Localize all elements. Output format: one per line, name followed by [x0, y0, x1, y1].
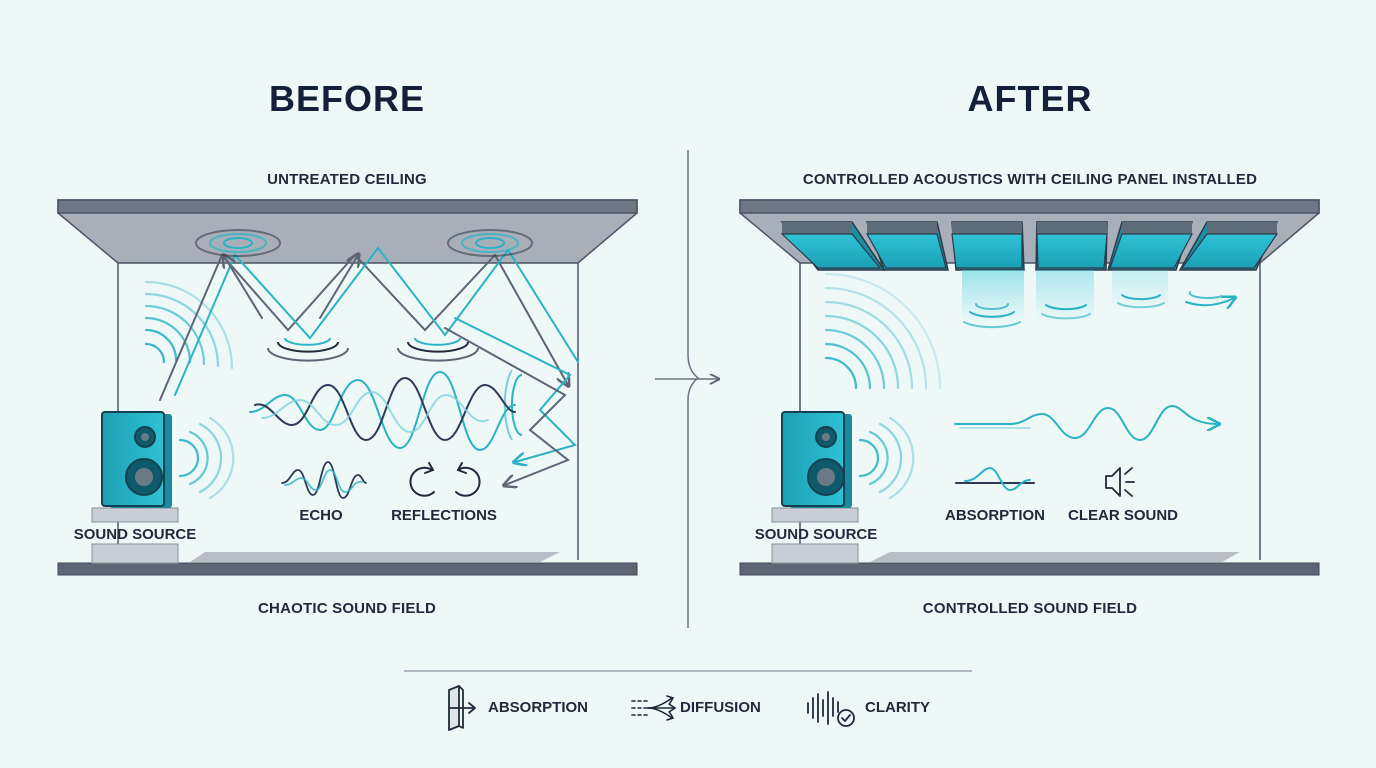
- legend-clarity-label: CLARITY: [865, 699, 930, 716]
- legend-diffusion-label: DIFFUSION: [680, 699, 761, 716]
- ceiling-panel: [1107, 221, 1194, 271]
- after-damped-waves: [963, 291, 1234, 329]
- before-reflection-paths: [159, 246, 579, 485]
- ceiling-panel: [780, 221, 886, 271]
- before-source-waves: [144, 280, 235, 500]
- ceiling-panel: [865, 221, 949, 271]
- before-top-caption: UNTREATED CEILING: [267, 171, 427, 188]
- before-heading: BEFORE: [268, 78, 425, 119]
- after-top-caption: CONTROLLED ACOUSTICS WITH CEILING PANEL …: [802, 171, 1258, 188]
- before-chaotic-waves: [249, 370, 516, 452]
- after-floor: [739, 562, 1320, 576]
- clarity-icon: [807, 691, 855, 727]
- before-speaker-icon: [101, 411, 172, 508]
- after-heading: AFTER: [967, 78, 1093, 119]
- before-ceiling-ripples: [195, 229, 533, 441]
- before-bottom-caption: CHAOTIC SOUND FIELD: [258, 600, 436, 617]
- before-floor: [57, 562, 638, 576]
- clear-sound-label: CLEAR SOUND: [1067, 507, 1178, 524]
- echo-label: ECHO: [299, 507, 343, 524]
- after-clear-wave: [954, 404, 1218, 442]
- after-absorption-icon: [955, 466, 1035, 492]
- legend-absorption-label: ABSORPTION: [488, 699, 589, 716]
- ceiling-panel: [951, 221, 1025, 271]
- echo-icon: [281, 461, 367, 499]
- clear-sound-icon: [1105, 467, 1135, 497]
- after-absorption-label: ABSORPTION: [944, 507, 1045, 524]
- ceiling-panels: [780, 221, 1279, 271]
- absorption-icon: [448, 685, 476, 731]
- after-speaker-icon: [781, 411, 852, 508]
- absorption-beams: [962, 270, 1168, 322]
- before-source-label: SOUND SOURCE: [73, 526, 197, 543]
- after-source-label: SOUND SOURCE: [754, 526, 878, 543]
- reflections-label: REFLECTIONS: [391, 507, 497, 524]
- ceiling-panel: [1035, 221, 1108, 271]
- reflections-icon: [409, 462, 481, 497]
- center-divider: [655, 150, 718, 628]
- ceiling-panel: [1178, 221, 1279, 271]
- diffusion-icon: [631, 695, 677, 721]
- after-source-waves: [824, 272, 942, 500]
- after-bottom-caption: CONTROLLED SOUND FIELD: [922, 600, 1138, 617]
